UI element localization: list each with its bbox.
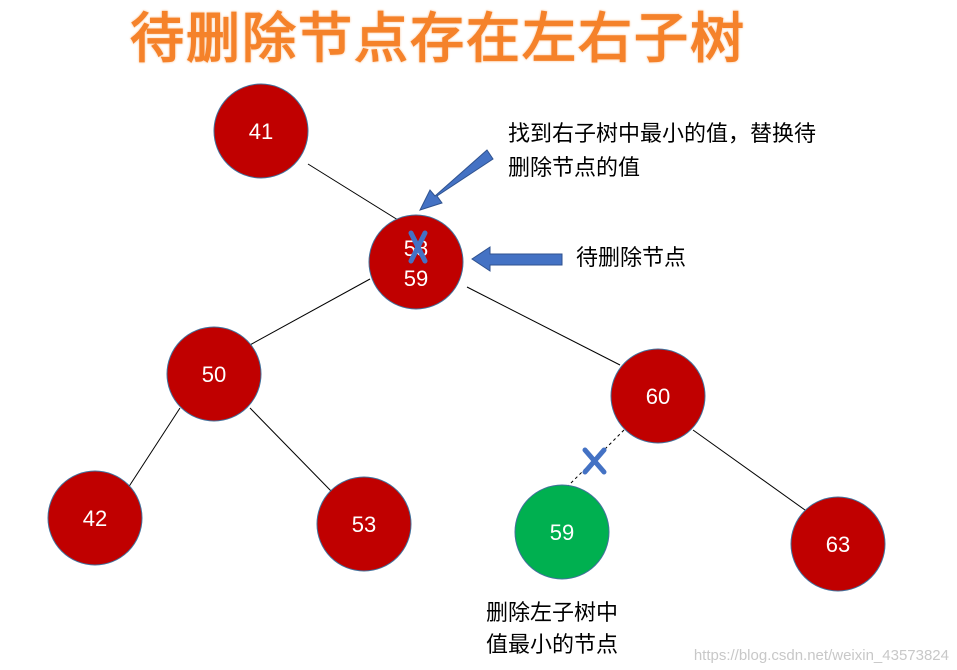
annotation-delete-left-min: 删除左子树中 值最小的节点 (486, 598, 618, 662)
edge-50-42 (127, 407, 181, 489)
annotation-line: 删除左子树中 (486, 601, 619, 626)
node-42: 42 (47, 470, 143, 566)
node-label: 53 (352, 512, 376, 537)
node-53: 53 (316, 476, 412, 572)
edge-60-59-removed (565, 429, 625, 489)
arrow-icon (419, 149, 494, 211)
node-50: 50 (166, 326, 262, 422)
edge-60-63 (692, 429, 813, 516)
node-41: 41 (213, 83, 309, 179)
node-label: 42 (83, 506, 107, 531)
annotation-line: 待删除节点 (576, 246, 687, 271)
annotation-line: 值最小的节点 (486, 633, 619, 658)
arrow-icon (471, 246, 563, 272)
watermark: https://blog.csdn.net/weixin_43573824 (693, 647, 949, 664)
edge-58-60 (466, 286, 621, 366)
node-new-value: 59 (404, 266, 428, 291)
edge-50-53 (249, 407, 333, 493)
node-58-target: 58 59 (368, 214, 464, 310)
annotation-line: 找到右子树中最小的值，替换待 (508, 122, 817, 147)
diagram-title: 待删除节点存在左右子树 (130, 7, 746, 70)
edge-58-50 (247, 278, 371, 347)
node-label: 60 (646, 384, 670, 409)
cross-icon (582, 447, 607, 475)
annotation-delete-target: 待删除节点 (576, 242, 686, 276)
annotation-find-min: 找到右子树中最小的值，替换待 删除节点的值 (508, 118, 816, 186)
node-label: 63 (826, 532, 850, 557)
cross-icon (408, 230, 428, 264)
node-63: 63 (790, 496, 886, 592)
node-59-min: 59 (514, 484, 610, 580)
tree-edges (127, 163, 813, 516)
node-label: 59 (550, 520, 574, 545)
edge-41-58 (307, 163, 399, 221)
node-60: 60 (610, 348, 706, 444)
node-label: 50 (202, 362, 226, 387)
node-label: 41 (249, 119, 273, 144)
annotation-line: 删除节点的值 (508, 156, 641, 181)
